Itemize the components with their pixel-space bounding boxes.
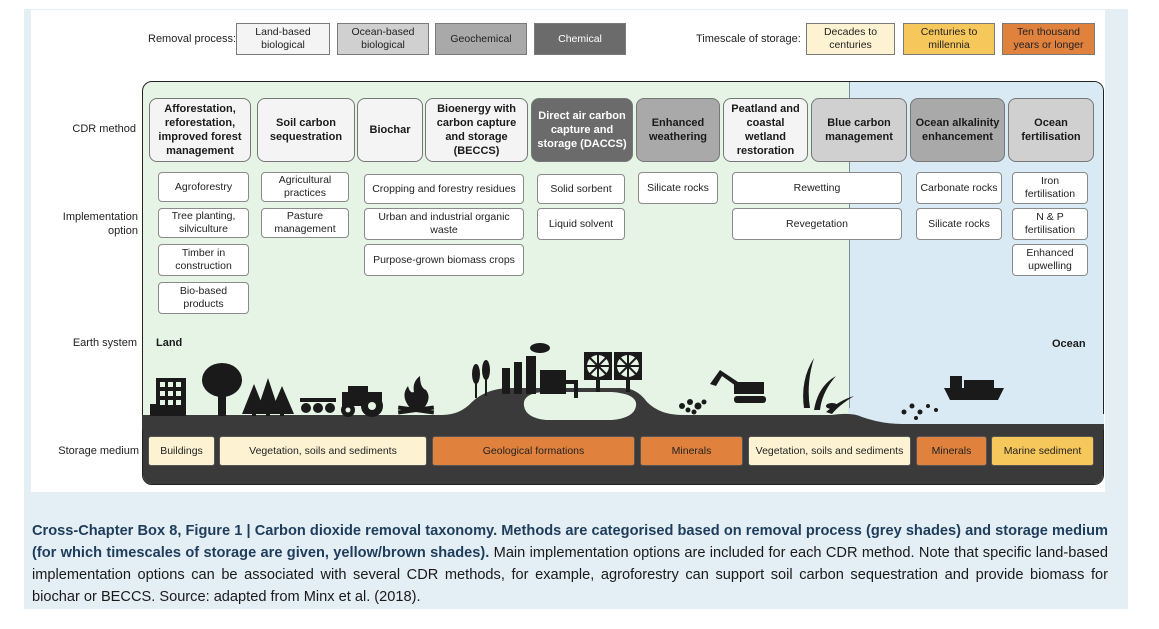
row-label-implementation-option: Implementation option (62, 211, 138, 237)
legend-ocean-based-biological: Ocean-based biological (337, 23, 429, 55)
row-label-cdr-method: CDR method (72, 123, 136, 135)
option-silicate-rocks: Silicate rocks (638, 172, 718, 204)
method-blue-carbon: Blue carbon management (811, 98, 907, 162)
geological-reservoir (523, 392, 637, 420)
tractor-icon (341, 386, 383, 417)
earth-system-ocean-label: Ocean (1052, 338, 1086, 350)
crops-icon (472, 360, 490, 398)
method-peatland-restoration: Peatland and coastal wetland restoration (723, 98, 808, 162)
option-carbonate-rocks: Carbonate rocks (916, 172, 1002, 204)
land-ocean-divider (849, 82, 850, 484)
method-biochar: Biochar (357, 98, 423, 162)
method-enhanced-weathering: Enhanced weathering (636, 98, 720, 162)
ship-icon (944, 376, 1004, 400)
method-beccs: Bioenergy with carbon capture and storag… (425, 98, 528, 162)
option-purpose-grown-biomass: Purpose-grown biomass crops (364, 244, 524, 276)
plough-icon (300, 398, 336, 413)
option-solid-sorbent: Solid sorbent (537, 174, 625, 204)
option-cropping-forestry-residues: Cropping and forestry residues (364, 174, 524, 204)
figure-caption: Cross-Chapter Box 8, Figure 1 | Carbon d… (32, 520, 1108, 608)
storage-geological-formations: Geological formations (432, 436, 635, 466)
method-ocean-fertilisation: Ocean fertilisation (1008, 98, 1094, 162)
option-urban-industrial-waste: Urban and industrial organic waste (364, 208, 524, 240)
option-ocean-silicate-rocks: Silicate rocks (916, 208, 1002, 240)
legend-decades-to-centuries: Decades to centuries (806, 23, 895, 55)
row-label-storage-medium: Storage medium (58, 445, 139, 457)
rocks-icon (679, 399, 707, 415)
option-agricultural-practices: Agricultural practices (261, 172, 349, 202)
storage-buildings: Buildings (148, 436, 215, 466)
legend-centuries-to-millennia: Centuries to millennia (903, 23, 995, 55)
method-afforestation: Afforestation, reforestation, improved f… (149, 98, 251, 162)
option-iron-fertilisation: Iron fertilisation (1012, 172, 1088, 204)
option-agroforestry: Agroforestry (158, 172, 249, 202)
biochar-fire-icon (397, 376, 435, 415)
caption-body: Main implementation options are included… (32, 545, 1109, 605)
option-pasture-management: Pasture management (261, 208, 349, 238)
option-rewetting: Rewetting (732, 172, 902, 204)
option-tree-planting: Tree planting, silviculture (158, 208, 249, 238)
factory-icon (502, 343, 578, 398)
timescale-legend-label: Timescale of storage: (696, 33, 801, 45)
option-liquid-solvent: Liquid solvent (537, 208, 625, 240)
storage-vegetation-soils-land: Vegetation, soils and sediments (219, 436, 427, 466)
option-timber-construction: Timber in construction (158, 244, 249, 276)
option-enhanced-upwelling: Enhanced upwelling (1012, 244, 1088, 276)
caption-title: Cross-Chapter Box 8, Figure 1 | Carbon d… (32, 523, 1108, 561)
method-soil-carbon-sequestration: Soil carbon sequestration (257, 98, 355, 162)
option-np-fertilisation: N & P fertilisation (1012, 208, 1088, 240)
method-ocean-alkalinity: Ocean alkalinity enhancement (910, 98, 1005, 162)
daccs-fans-icon (584, 352, 642, 392)
legend-chemical: Chemical (534, 23, 626, 55)
building-icon (150, 378, 186, 416)
earth-system-illustration (142, 343, 1104, 430)
option-revegetation: Revegetation (732, 208, 902, 240)
earth-system-land-label: Land (156, 337, 183, 349)
storage-minerals-ocean: Minerals (916, 436, 987, 466)
option-bio-based-products: Bio-based products (158, 282, 249, 314)
storage-minerals-land: Minerals (640, 436, 743, 466)
tree-icon (202, 363, 242, 416)
row-label-earth-system: Earth system (72, 337, 137, 349)
storage-marine-sediment: Marine sediment (991, 436, 1094, 466)
excavator-icon (710, 370, 766, 403)
removal-process-legend-label: Removal process: (148, 33, 237, 45)
legend-ten-thousand-years: Ten thousand years or longer (1002, 23, 1095, 55)
method-daccs: Direct air carbon capture and storage (D… (531, 98, 633, 162)
legend-geochemical: Geochemical (435, 23, 527, 55)
ocean-particles-icon (901, 403, 938, 420)
conifer-trees-icon (242, 378, 294, 416)
wetland-reeds-icon (803, 358, 854, 414)
storage-vegetation-soils-coastal: Vegetation, soils and sediments (748, 436, 911, 466)
legend-land-based-biological: Land-based biological (236, 23, 330, 55)
